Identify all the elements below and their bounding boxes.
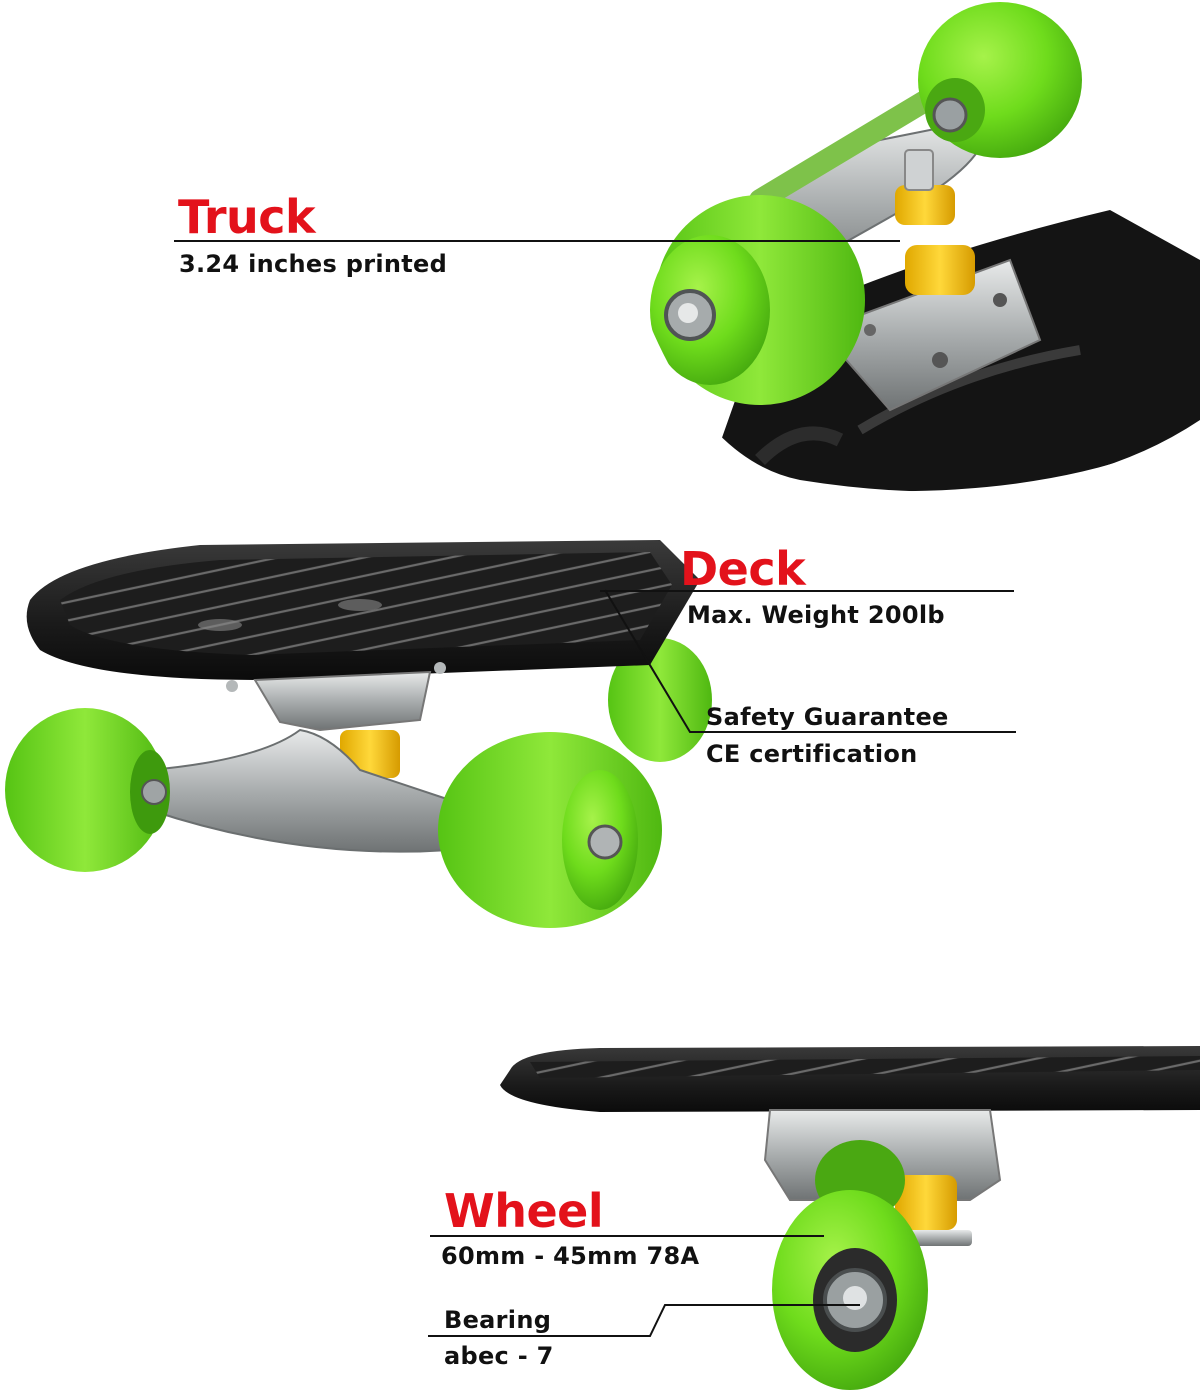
bearing-leader-line [428,1304,860,1337]
deck-title: Deck [680,542,806,596]
deck-detail: Max. Weight 200lb [687,601,945,629]
safety-title: Safety Guarantee [706,703,949,731]
wheel-detail: 60mm - 45mm 78A [441,1242,700,1270]
safety-detail: CE certification [706,740,918,768]
deck-front-view-image [5,540,712,928]
truck-title: Truck [178,190,316,244]
bearing-title: Bearing [444,1306,552,1334]
wheel-title: Wheel [444,1184,604,1238]
safety-leader-line [604,589,1016,733]
wheel-side-view-image [500,1046,1200,1390]
bearing-detail: abec - 7 [444,1342,554,1370]
truck-closeup-image [650,2,1200,492]
truck-detail: 3.24 inches printed [179,250,448,278]
